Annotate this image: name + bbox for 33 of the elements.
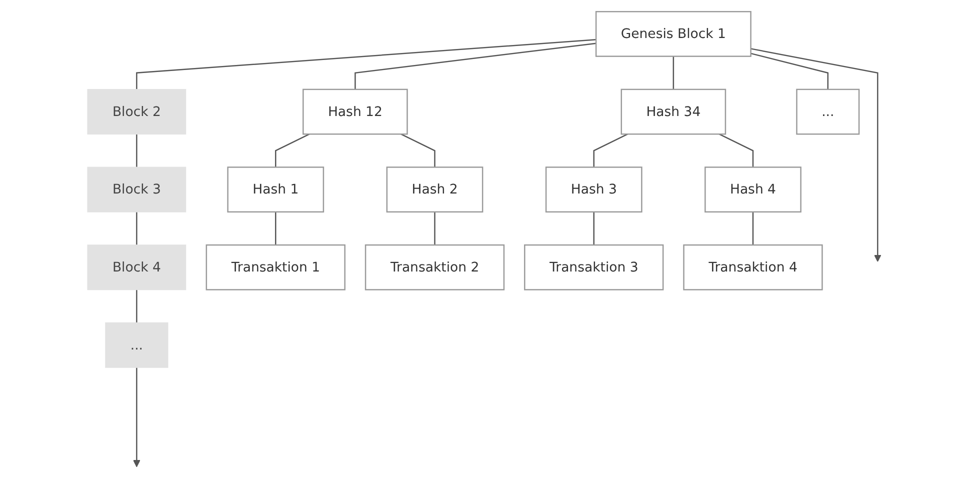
connector — [355, 42, 597, 90]
node-box: Genesis Block 1 — [596, 11, 752, 57]
node-box: Transaktion 4 — [684, 244, 824, 290]
connector — [434, 212, 436, 245]
connector — [136, 290, 138, 323]
connector — [136, 134, 138, 168]
node-box: Block 4 — [88, 244, 187, 290]
node-box: ... — [106, 322, 169, 368]
node-box: Hash 3 — [546, 166, 643, 213]
connector — [136, 212, 138, 245]
node-box: Hash 34 — [621, 88, 727, 135]
connector — [752, 212, 754, 245]
node-box: Transaktion 3 — [524, 244, 664, 290]
connector — [275, 212, 277, 245]
node-box: Hash 12 — [303, 88, 408, 135]
node-box: Transaktion 1 — [206, 244, 346, 290]
connector — [136, 38, 597, 90]
node-box: Hash 1 — [228, 166, 325, 213]
node-box: ... — [796, 88, 860, 135]
node-box: Block 2 — [88, 89, 187, 135]
connector — [719, 134, 754, 168]
arrow — [134, 367, 141, 468]
connector — [594, 134, 628, 168]
connector — [594, 212, 595, 245]
connector — [401, 134, 436, 168]
connector — [751, 52, 829, 90]
node-box: Hash 4 — [705, 166, 802, 213]
connector — [275, 134, 310, 168]
node-box: Hash 2 — [386, 166, 484, 213]
node-box: Transaktion 2 — [365, 244, 506, 290]
connector — [673, 56, 674, 90]
node-box: Block 3 — [88, 166, 187, 212]
arrow — [751, 48, 882, 262]
